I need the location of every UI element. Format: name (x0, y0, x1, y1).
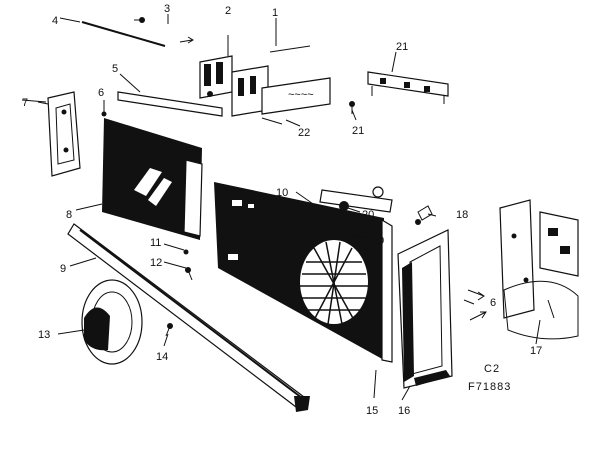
label-10: 10 (276, 187, 288, 199)
part-labels: 4 3 2 1 21 5 6 7 22 21 10 20 18 19 8 11 … (22, 3, 542, 417)
leader-lines (21, 14, 541, 401)
label-20: 20 (362, 209, 374, 221)
part-switch-bracket (199, 35, 233, 99)
label-15: 15 (366, 405, 378, 417)
part-screw-12 (185, 267, 193, 281)
label-17: 17 (530, 345, 542, 357)
label-6-right: 6 (490, 297, 496, 309)
part-fan-knob (81, 279, 143, 365)
part-bottom-rail (67, 223, 310, 412)
label-13: 13 (38, 329, 50, 341)
part-screw-14 (165, 323, 173, 337)
part-front-panel (214, 182, 393, 363)
label-5: 5 (112, 63, 118, 75)
drawing-code-line2: F71883 (468, 381, 511, 393)
part-screw-6-left (101, 100, 107, 117)
label-3: 3 (164, 3, 170, 15)
part-arrows-6 (467, 289, 487, 321)
part-screw-11 (183, 249, 189, 255)
label-7: 7 (22, 97, 28, 109)
part-screw-3 (134, 17, 145, 23)
part-small-arrow (179, 36, 194, 44)
label-19: 19 (372, 235, 384, 247)
label-18: 18 (456, 209, 468, 221)
label-22: 22 (298, 127, 310, 139)
part-screw-21 (349, 101, 355, 114)
part-control-module: ~~~~ (231, 45, 331, 125)
label-21: 21 (352, 125, 364, 137)
label-11: 11 (150, 237, 161, 249)
part-filter-frame (102, 118, 203, 240)
part-knob-shaft (315, 186, 393, 213)
label-9: 9 (60, 263, 66, 275)
part-screw-19 (345, 233, 351, 239)
part-side-housing (499, 199, 579, 340)
label-14: 14 (156, 351, 168, 363)
drawing-code-line1: C2 (484, 363, 500, 375)
part-gasket-frame (397, 229, 453, 389)
part-left-bracket (37, 91, 81, 177)
part-rod (59, 17, 166, 47)
label-12: 12 (150, 257, 162, 269)
label-6-left: 6 (98, 87, 104, 99)
label-16: 16 (398, 405, 410, 417)
label-8: 8 (66, 209, 72, 221)
label-2: 2 (225, 5, 231, 17)
label-4: 4 (52, 15, 58, 27)
svg-text:~~~~: ~~~~ (288, 89, 314, 101)
part-top-trim (117, 73, 223, 117)
part-clip-18 (415, 205, 433, 225)
label-1: 1 (272, 7, 278, 19)
part-terminal-block (367, 71, 449, 104)
label-23: 21 (396, 41, 408, 53)
